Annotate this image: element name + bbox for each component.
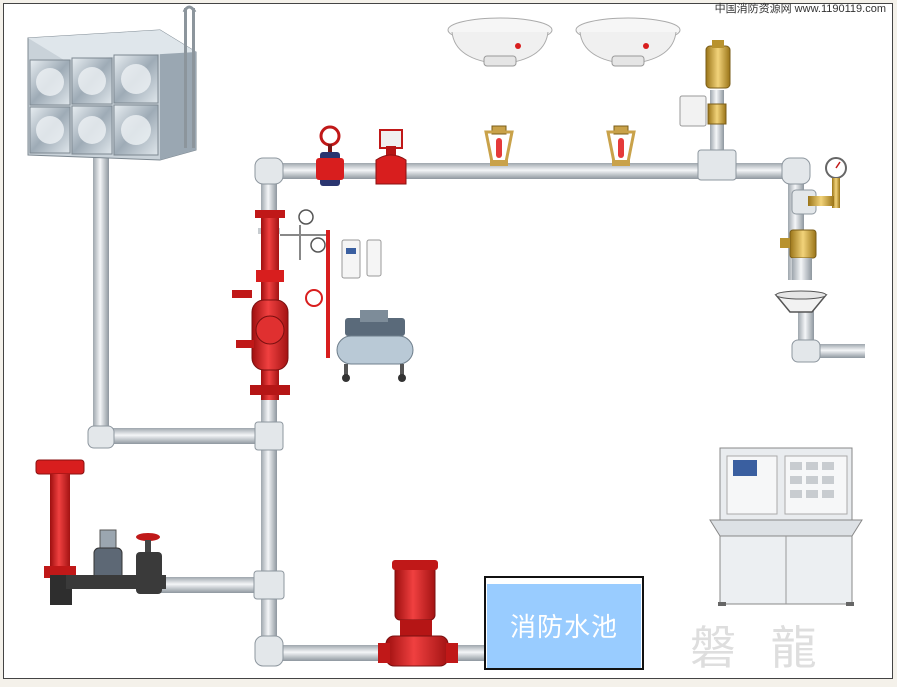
water-tank-icon	[27, 5, 197, 161]
pump-adapter-icon	[35, 459, 85, 605]
check-valve-icon	[66, 529, 166, 589]
gate-valve-icon	[375, 129, 407, 185]
alarm-valve-icon	[232, 210, 330, 400]
fire-pool-label: 消防水池	[509, 612, 618, 643]
source-credit: 中国消防资源网 www.1190119.com	[714, 3, 886, 15]
pressure-gauge-icon	[298, 209, 326, 307]
control-panel-icon	[709, 447, 863, 606]
gate-valve-icon	[136, 533, 162, 594]
smoke-detector-icon	[575, 17, 681, 67]
end-test-device-icon	[780, 157, 847, 280]
pressure-switch-icon	[341, 239, 382, 279]
exhaust-valve-icon	[679, 40, 731, 127]
drain-funnel-icon	[774, 290, 828, 313]
sprinkler-head-icon	[484, 125, 514, 166]
watermark: 磐 龍	[690, 621, 827, 675]
sprinkler-head-icon	[606, 125, 636, 166]
smoke-detector-icon	[447, 17, 553, 67]
air-compressor-icon	[336, 310, 414, 382]
signal-valve-icon	[316, 125, 344, 186]
fire-pump-icon	[378, 560, 458, 667]
fire-pool-icon	[484, 576, 644, 670]
